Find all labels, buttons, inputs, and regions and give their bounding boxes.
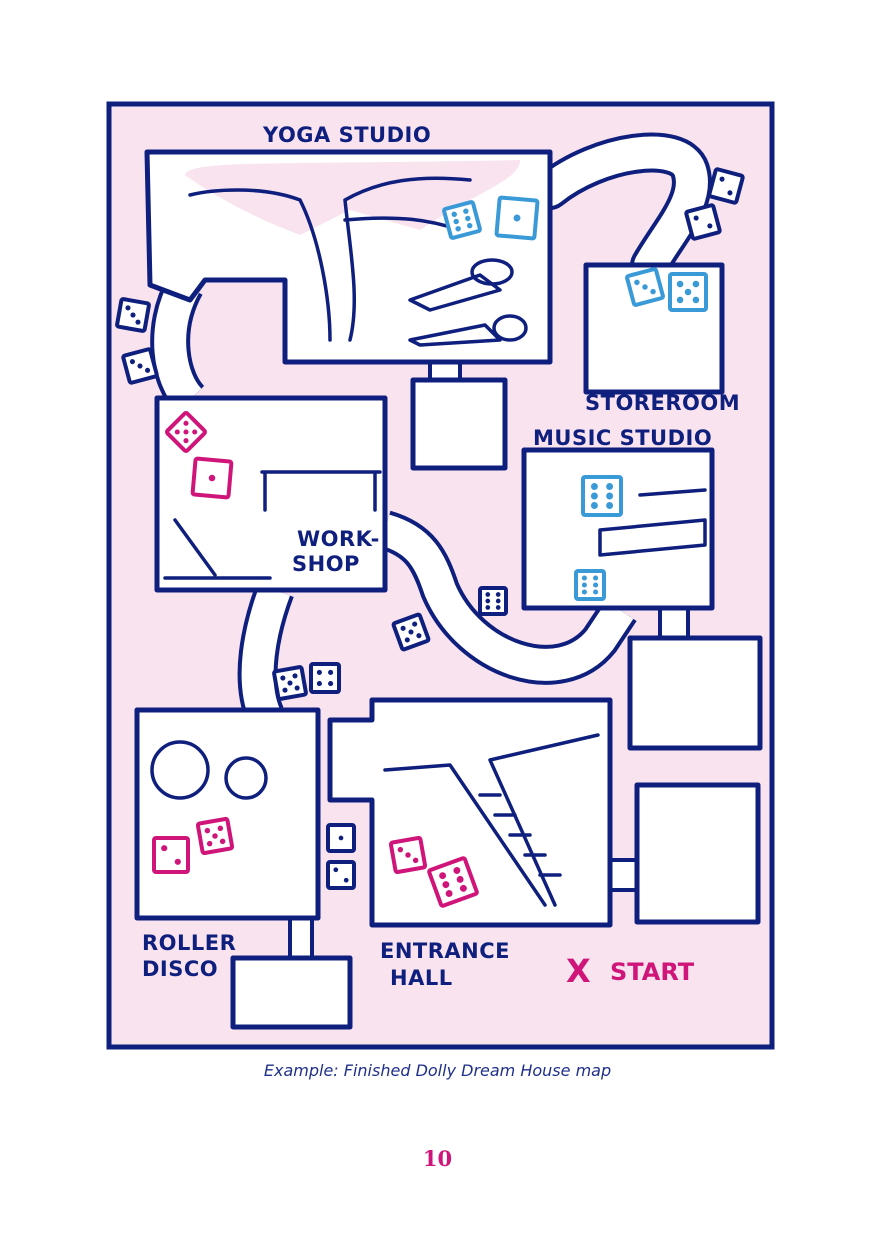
mixing-desk-illustration — [598, 488, 707, 557]
disco-ball-icon — [224, 756, 268, 800]
die-icon — [326, 823, 356, 853]
page-number: 10 — [422, 1146, 453, 1171]
die-icon — [391, 612, 431, 652]
die-icon — [668, 272, 708, 312]
die-icon — [625, 267, 665, 307]
die-icon — [442, 200, 482, 240]
tree-illustration — [188, 176, 472, 342]
room-roller-disco — [134, 707, 321, 921]
start-label: START — [610, 958, 695, 986]
die-icon — [581, 475, 623, 517]
workbench-illustration — [163, 470, 382, 580]
label-entrance-hall-1: ENTRANCE — [380, 939, 510, 963]
die-icon — [272, 665, 308, 701]
label-music-studio: MUSIC STUDIO — [533, 426, 712, 450]
die-icon — [121, 347, 159, 385]
die-icon — [707, 167, 745, 205]
yoga-mats — [408, 273, 502, 347]
label-entrance-hall-2: HALL — [390, 966, 453, 990]
die-icon — [388, 835, 428, 875]
die-icon — [326, 860, 356, 890]
die-icon — [427, 856, 479, 908]
room-living — [634, 782, 761, 925]
label-workshop-1: WORK- — [297, 527, 380, 551]
die-icon — [165, 411, 207, 453]
room-cat-bedroom — [410, 377, 508, 471]
label-roller-disco-2: DISCO — [142, 957, 218, 981]
die-icon — [684, 203, 722, 241]
figure-caption: Example: Finished Dolly Dream House map — [263, 1061, 612, 1080]
die-icon — [574, 569, 606, 601]
die-icon — [115, 297, 151, 333]
disco-ball-icon — [150, 740, 210, 800]
room-dining — [627, 635, 763, 751]
die-icon — [152, 836, 190, 874]
start-marker: X — [566, 952, 591, 990]
die-icon — [309, 662, 341, 694]
dream-house-map: YOGA STUDIO STOREROOM MUSIC STUDIO WORK-… — [106, 101, 775, 1050]
die-icon — [195, 816, 235, 856]
room-small-theatre — [230, 955, 353, 1030]
staircase-illustration — [383, 733, 600, 907]
die-icon — [478, 586, 508, 616]
label-workshop-2: SHOP — [292, 552, 360, 576]
label-storeroom: STOREROOM — [585, 391, 740, 415]
label-roller-disco-1: ROLLER — [142, 931, 236, 955]
die-icon — [190, 456, 234, 500]
label-yoga-studio: YOGA STUDIO — [262, 123, 431, 147]
die-icon — [494, 195, 540, 241]
dice-group — [115, 167, 745, 908]
